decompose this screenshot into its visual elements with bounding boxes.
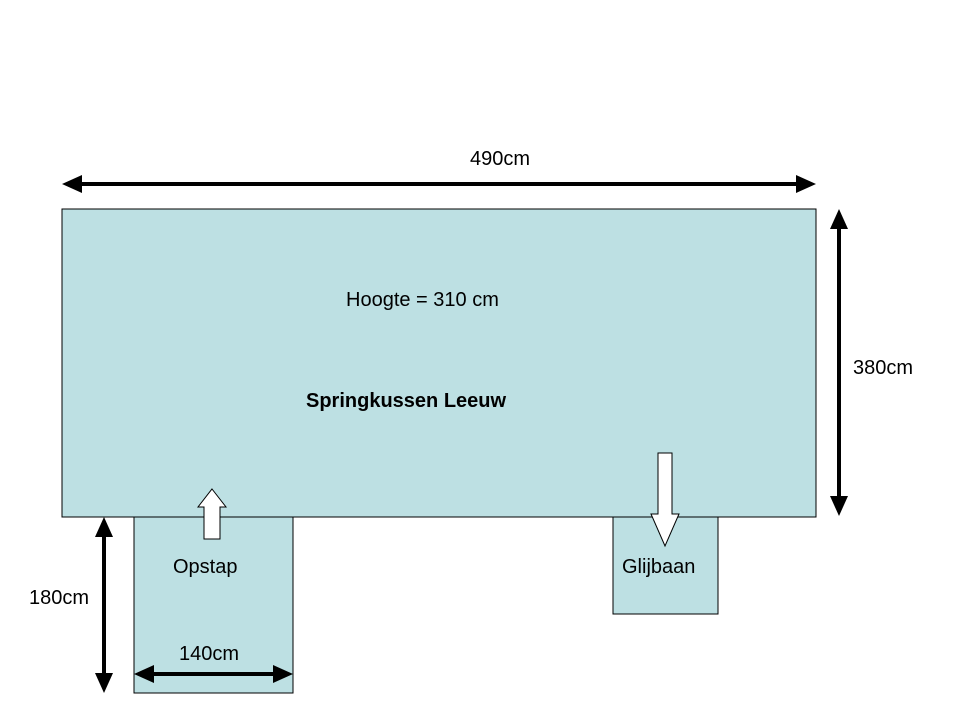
hoogte-label: Hoogte = 310 cm xyxy=(346,289,499,311)
step-width-label: 140cm xyxy=(179,643,240,665)
step-width-arrow xyxy=(134,665,293,683)
main-area xyxy=(61,208,817,518)
step-area xyxy=(133,516,294,694)
height-side-label: 380cm xyxy=(853,357,914,379)
entry-up-arrow-icon xyxy=(196,488,228,540)
width-label: 490cm xyxy=(470,148,531,170)
diagram-title: Springkussen Leeuw xyxy=(306,390,507,412)
step-length-arrow xyxy=(95,517,113,693)
slide-down-arrow-icon xyxy=(650,452,680,548)
step-length-label: 180cm xyxy=(29,587,90,609)
slide-label: Glijbaan xyxy=(622,556,696,578)
step-label: Opstap xyxy=(173,556,238,578)
height-dimension-arrow xyxy=(830,209,848,516)
width-dimension-arrow xyxy=(62,175,816,193)
